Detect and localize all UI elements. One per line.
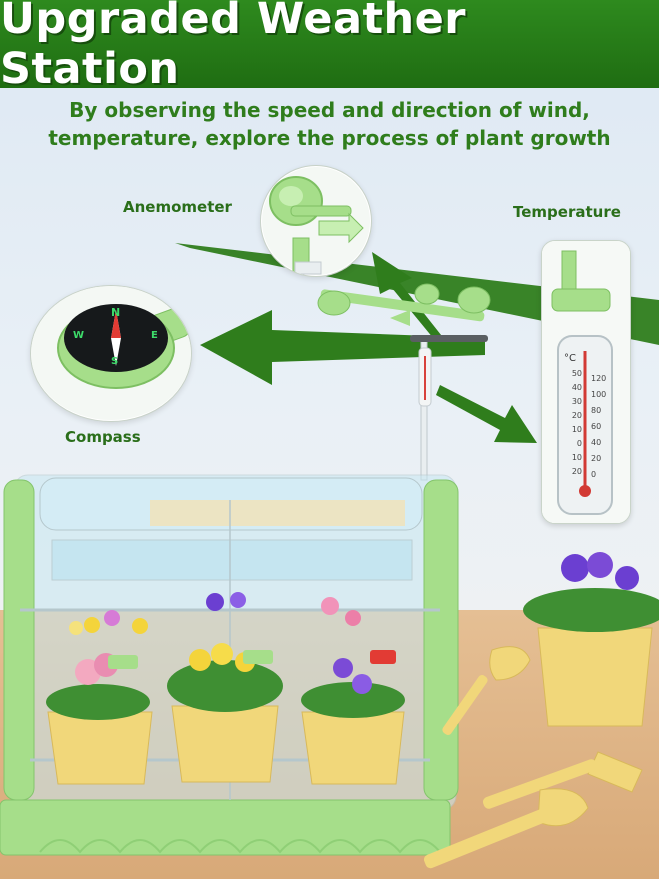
page-title: Upgraded Weather Station bbox=[0, 0, 467, 94]
subtitle: By observing the speed and direction of … bbox=[0, 96, 659, 152]
thermometer-graphic bbox=[542, 241, 630, 523]
celsius-tick: 20 bbox=[571, 411, 582, 420]
greenhouse bbox=[0, 474, 459, 856]
compass-letter-w: W bbox=[73, 330, 85, 341]
celsius-tick: 40 bbox=[571, 383, 582, 392]
outside-potted-plant bbox=[523, 552, 659, 727]
fahrenheit-tick: 60 bbox=[591, 422, 602, 431]
compass-arrow bbox=[200, 310, 485, 385]
fahrenheit-tick: 120 bbox=[591, 374, 607, 383]
subtitle-line-2: temperature, explore the process of plan… bbox=[48, 126, 611, 150]
garden-tools bbox=[423, 646, 643, 869]
thermometer-unit: °C bbox=[564, 353, 576, 364]
celsius-tick: 20 bbox=[571, 467, 582, 476]
fahrenheit-tick: 100 bbox=[591, 390, 607, 399]
fahrenheit-tick: 20 bbox=[591, 454, 602, 463]
compass-label: Compass bbox=[65, 428, 141, 446]
celsius-tick: 30 bbox=[571, 397, 582, 406]
potted-plants bbox=[46, 592, 405, 785]
weather-vane bbox=[317, 283, 491, 481]
thermometer-detail-card: °C 50 40 30 20 10 0 10 20 120 100 80 60 … bbox=[541, 240, 631, 524]
celsius-tick: 50 bbox=[571, 369, 582, 378]
anemometer-detail-circle bbox=[260, 165, 372, 277]
anemometer-label: Anemometer bbox=[123, 198, 232, 216]
anemometer-arrow bbox=[372, 252, 445, 344]
thermometer-scale-celsius: 50 40 30 20 10 0 10 20 bbox=[564, 367, 582, 479]
compass-detail-circle: N E S W bbox=[30, 285, 192, 422]
thermometer-scale-fahrenheit: 120 100 80 60 40 20 0 bbox=[591, 371, 611, 483]
fahrenheit-tick: 0 bbox=[591, 470, 597, 479]
fahrenheit-tick: 80 bbox=[591, 406, 602, 415]
celsius-tick: 10 bbox=[571, 425, 582, 434]
temperature-label: Temperature bbox=[513, 203, 621, 221]
compass-letter-e: E bbox=[151, 330, 158, 341]
compass-letter-n: N bbox=[111, 306, 121, 319]
celsius-tick: 10 bbox=[571, 453, 582, 462]
compass-letter-s: S bbox=[111, 356, 119, 367]
thermometer-arrow bbox=[436, 385, 537, 443]
title-banner: Upgraded Weather Station bbox=[0, 0, 659, 94]
fahrenheit-tick: 40 bbox=[591, 438, 602, 447]
subtitle-line-1: By observing the speed and direction of … bbox=[69, 98, 590, 122]
celsius-tick: 0 bbox=[576, 439, 582, 448]
